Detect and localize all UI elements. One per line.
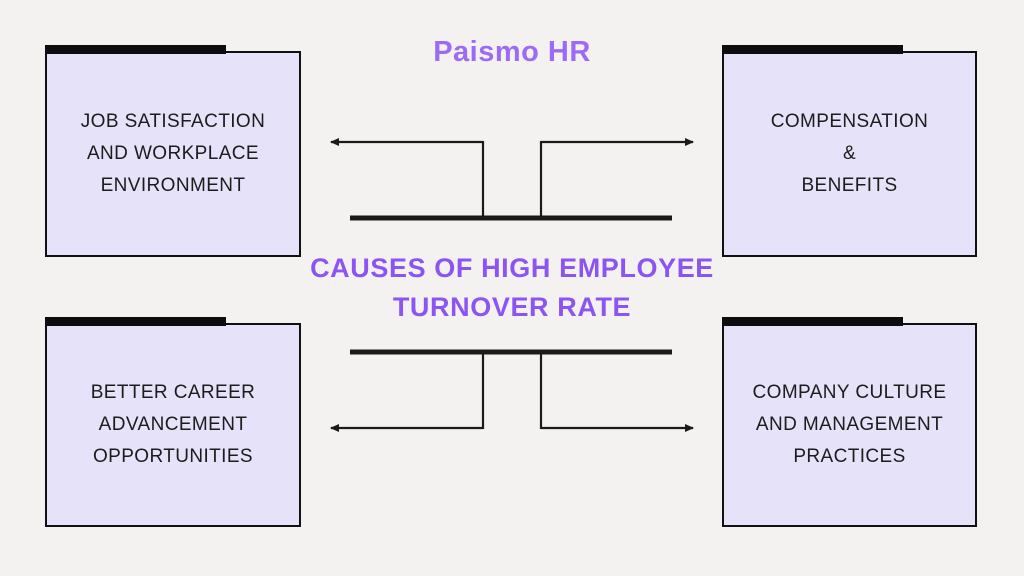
cause-line: AND WORKPLACE <box>86 143 259 164</box>
brand-title: Paismo HR <box>433 36 591 68</box>
cause-box-label: JOB SATISFACTION AND WORKPLACE ENVIRONME… <box>47 106 299 202</box>
cause-line: JOB SATISFACTION <box>80 111 266 132</box>
cause-line: COMPANY CULTURE <box>752 382 947 403</box>
cause-box-compensation-benefits: COMPENSATION & BENEFITS <box>722 45 977 257</box>
cause-line: ENVIRONMENT <box>100 175 246 196</box>
center-heading: CAUSES OF HIGH EMPLOYEE TURNOVER RATE <box>262 249 762 327</box>
box-accent-bar <box>45 317 227 326</box>
center-heading-line: TURNOVER RATE <box>392 292 632 322</box>
cause-box-job-satisfaction: JOB SATISFACTION AND WORKPLACE ENVIRONME… <box>45 45 301 257</box>
cause-line: & <box>842 143 857 164</box>
cause-box-company-culture: COMPANY CULTURE AND MANAGEMENT PRACTICES <box>722 317 977 527</box>
connector-top <box>330 138 694 221</box>
box-accent-bar <box>722 45 903 54</box>
box-accent-bar <box>45 45 227 54</box>
cause-box-label: COMPANY CULTURE AND MANAGEMENT PRACTICES <box>724 377 975 473</box>
connector-bottom <box>330 349 694 432</box>
cause-box-career-advancement: BETTER CAREER ADVANCEMENT OPPORTUNITIES <box>45 317 301 527</box>
cause-box-label: BETTER CAREER ADVANCEMENT OPPORTUNITIES <box>47 377 299 473</box>
cause-line: OPPORTUNITIES <box>92 446 254 467</box>
cause-line: BENEFITS <box>801 175 898 196</box>
cause-line: BETTER CAREER <box>90 382 256 403</box>
cause-line: PRACTICES <box>793 446 906 467</box>
cause-box-label: COMPENSATION & BENEFITS <box>724 106 975 202</box>
cause-line: AND MANAGEMENT <box>755 414 944 435</box>
center-heading-line: CAUSES OF HIGH EMPLOYEE <box>310 253 714 283</box>
cause-line: COMPENSATION <box>770 111 929 132</box>
box-accent-bar <box>722 317 903 326</box>
cause-line: ADVANCEMENT <box>98 414 248 435</box>
